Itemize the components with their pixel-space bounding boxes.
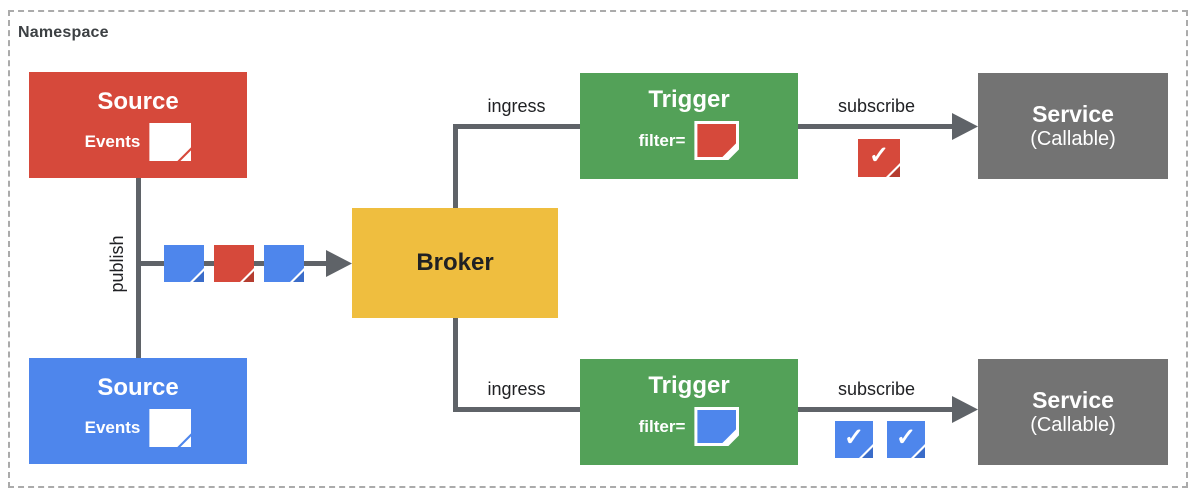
ingress-bottom-vertical-line	[453, 318, 458, 412]
ingress-bottom-horizontal-line	[453, 407, 580, 412]
filter-note-blue-icon	[694, 407, 739, 446]
service-title: Service	[1032, 101, 1114, 127]
filter-note-red-icon	[694, 121, 739, 160]
service-node-top: Service (Callable)	[978, 73, 1168, 179]
namespace-boundary	[8, 10, 1188, 488]
events-label: Events	[84, 132, 141, 151]
ingress-top-label: ingress	[487, 96, 546, 116]
subscribe-bottom-line	[798, 407, 955, 412]
source-title: Source	[97, 374, 179, 401]
namespace-label: Namespace	[18, 24, 109, 41]
source-node-top: Source Events	[29, 72, 247, 178]
delivered-event-blue-icon: ✓	[887, 421, 925, 458]
trigger-title: Trigger	[648, 372, 730, 399]
subscribe-top-label: subscribe	[837, 96, 916, 116]
subscribe-top-line	[798, 124, 955, 129]
event-note-blue-icon	[164, 245, 204, 282]
broker-title: Broker	[416, 249, 494, 276]
service-node-bottom: Service (Callable)	[978, 359, 1168, 465]
checkmark-icon: ✓	[895, 423, 917, 451]
trigger-node-top: Trigger filter=	[580, 73, 798, 179]
trigger-node-bottom: Trigger filter=	[580, 359, 798, 465]
event-note-red-icon	[214, 245, 254, 282]
service-subtitle: (Callable)	[1030, 414, 1116, 436]
service-title: Service	[1032, 387, 1114, 413]
service-subtitle: (Callable)	[1030, 128, 1116, 150]
ingress-bottom-label: ingress	[487, 379, 546, 399]
delivered-event-red-icon: ✓	[858, 139, 900, 177]
trigger-title: Trigger	[648, 86, 730, 113]
filter-label: filter=	[638, 416, 686, 436]
source-title: Source	[97, 88, 179, 115]
subscribe-bottom-label: subscribe	[837, 379, 916, 399]
events-label: Events	[84, 418, 141, 437]
publish-label: publish	[106, 235, 127, 293]
delivered-event-blue-icon: ✓	[835, 421, 873, 458]
event-note-blue-icon	[264, 245, 304, 282]
broker-node: Broker	[352, 208, 558, 318]
source-node-bottom: Source Events	[29, 358, 247, 464]
events-note-icon	[149, 409, 192, 447]
ingress-top-vertical-line	[453, 124, 458, 208]
ingress-top-horizontal-line	[453, 124, 580, 129]
events-note-icon	[149, 123, 192, 161]
publish-vertical-line	[136, 177, 141, 359]
checkmark-icon: ✓	[868, 142, 890, 169]
filter-label: filter=	[638, 130, 686, 150]
checkmark-icon: ✓	[843, 423, 865, 451]
